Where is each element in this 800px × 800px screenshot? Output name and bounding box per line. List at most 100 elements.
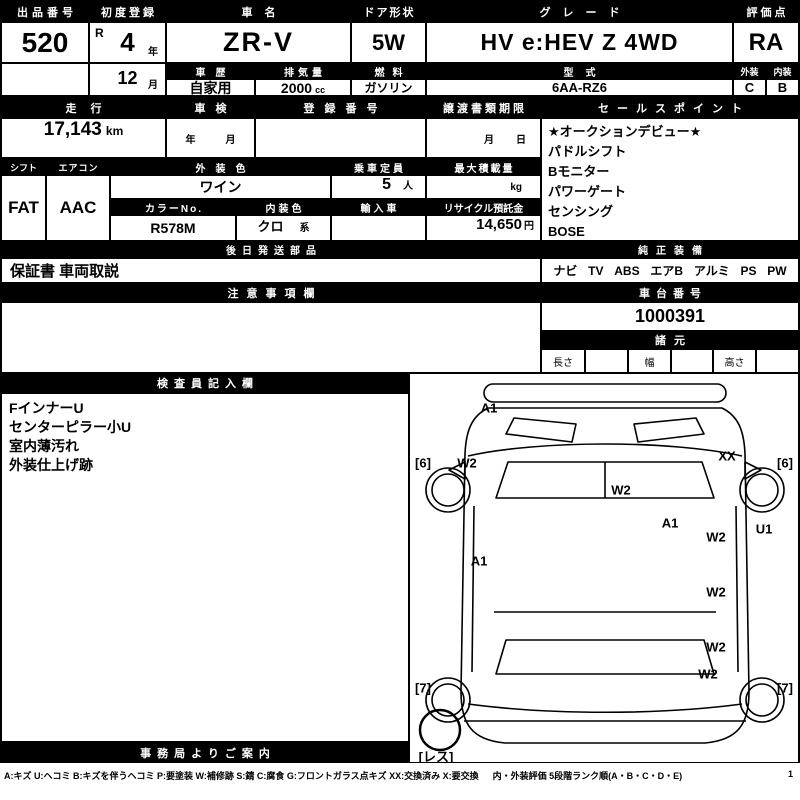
diagram-annotation: U1 (755, 521, 773, 537)
max-load-unit: kg (510, 181, 522, 193)
diagram-annotation: W2 (706, 639, 726, 655)
wheel-front-right (739, 467, 785, 513)
car-name-header: 車名 (167, 2, 350, 21)
first-reg-year: 4 (120, 27, 135, 57)
exterior-grade-value: C (734, 80, 765, 95)
auction-no-empty-cell (2, 64, 88, 95)
legend-codes: A:キズ U:ヘコミ B:キズを伴うヘコミ P:要塗装 W:補修跡 S:錆 C:… (4, 771, 479, 781)
diagram-annotation: [6] (777, 455, 793, 471)
sales-point: Bモニター (548, 164, 610, 179)
hood-line (467, 443, 743, 457)
exterior-color-header: 外装色 (111, 160, 330, 174)
inspector-note: FインナーU (9, 400, 84, 416)
headlight-left (505, 417, 577, 443)
grade-value: HV e:HEV Z 4WD (427, 23, 732, 62)
displacement-header: 排気量 (256, 64, 350, 78)
equipment-item: アルミ (693, 264, 730, 278)
score-value: RA (734, 23, 798, 62)
equipment-item: PS (740, 263, 757, 278)
score-header: 評価点 (734, 2, 798, 21)
diagram-annotation: XX (718, 448, 736, 464)
exterior-grade-header: 外装 (734, 64, 765, 78)
history-header: 車歴 (167, 64, 254, 78)
diagram-annotation: A1 (661, 515, 679, 531)
max-load-value-cell: kg (427, 176, 540, 198)
sales-point: センシング (548, 204, 614, 219)
mileage-value: 17,143 (43, 119, 102, 140)
diagram-annotation: [7] (415, 680, 431, 696)
door-shape-header: ドア形状 (352, 2, 425, 21)
mileage-value-cell: 17,143 km (2, 119, 165, 157)
wheel-rear-right (739, 677, 785, 723)
car-body-outline (460, 407, 750, 744)
caution-box (2, 303, 540, 372)
inspector-note: 外装仕上げ跡 (9, 457, 93, 473)
spare-tire (418, 708, 462, 752)
spec-width-value (672, 350, 712, 372)
sales-point: パワーゲート (548, 184, 627, 199)
interior-color-header: 内装色 (237, 200, 330, 214)
office-notice-header: 事務局よりご案内 (2, 743, 408, 762)
recycle-deposit-header: リサイクル預託金 (427, 200, 540, 214)
inspection-month-unit: 月 (225, 134, 236, 146)
capacity-value-cell: 5 人 (332, 176, 425, 198)
car-name-value: ZR-V (167, 23, 350, 62)
diagram-annotation: [6] (415, 455, 431, 471)
inspector-header: 検査員記入欄 (2, 374, 408, 392)
first-reg-month-cell: 12 月 (90, 64, 165, 95)
diagram-annotation: W2 (706, 584, 726, 600)
chassis-no-header: 車台番号 (542, 284, 798, 301)
model-code-header: 型式 (427, 64, 732, 78)
page-number: 1 (787, 769, 793, 779)
import-car-value (332, 216, 425, 240)
rear-hatch-line (467, 703, 743, 714)
registration-no-header: 登録番号 (256, 98, 425, 117)
fuel-value: ガソリン (352, 80, 425, 95)
capacity-unit: 人 (403, 181, 413, 192)
diagram-annotation: W2 (706, 529, 726, 545)
legend-bar: A:キズ U:ヘコミ B:キズを伴うヘコミ P:要塗装 W:補修跡 S:錆 C:… (0, 766, 800, 798)
transfer-month-unit: 月 (484, 134, 494, 146)
displacement-value: 2000 (280, 80, 313, 95)
auction-no-header: 出品番号 (2, 2, 88, 21)
windshield (495, 461, 715, 499)
first-reg-era: R (95, 26, 104, 40)
headlight-right (633, 417, 705, 443)
genuine-equipment-header: 純正装備 (542, 242, 798, 257)
inspection-header: 車検 (167, 98, 254, 117)
inspector-note: 室内薄汚れ (9, 438, 79, 454)
equipment-item: ABS (614, 263, 640, 278)
rear-window (495, 639, 715, 675)
caution-header: 注意事項欄 (2, 284, 540, 301)
diagram-annotation: W2 (698, 666, 718, 682)
recycle-deposit-value-cell: 14,650 円 (427, 216, 540, 240)
displacement-unit: cc (315, 85, 326, 95)
max-load-header: 最大積載量 (427, 160, 540, 174)
transfer-day-unit: 日 (516, 134, 526, 146)
capacity-header: 乗車定員 (332, 160, 425, 174)
spec-width-label: 幅 (629, 350, 670, 372)
sales-point: パドルシフト (548, 144, 627, 159)
equipment-item: PW (767, 263, 787, 278)
mirror-right (744, 461, 762, 480)
interior-grade-value: B (767, 80, 798, 95)
auction-no-value: 520 (2, 23, 88, 62)
grade-header: グレード (427, 2, 732, 21)
diagram-annotation: W2 (457, 455, 477, 471)
door-shape-value: 5W (352, 23, 425, 62)
model-code-value: 6AA-RZ6 (427, 80, 732, 95)
first-reg-year-unit: 年 (148, 47, 158, 58)
spec-length-value (586, 350, 627, 372)
recycle-deposit-value: 14,650 (476, 216, 522, 233)
interior-grade-header: 内装 (767, 64, 798, 78)
registration-no-value (256, 119, 425, 157)
diagram-annotation: W2 (611, 482, 631, 498)
inspection-value-cell: 年 月 (167, 119, 254, 157)
capacity-value: 5 (382, 176, 391, 193)
chassis-no-value: 1000391 (542, 303, 798, 330)
import-car-header: 輸入車 (332, 200, 425, 214)
